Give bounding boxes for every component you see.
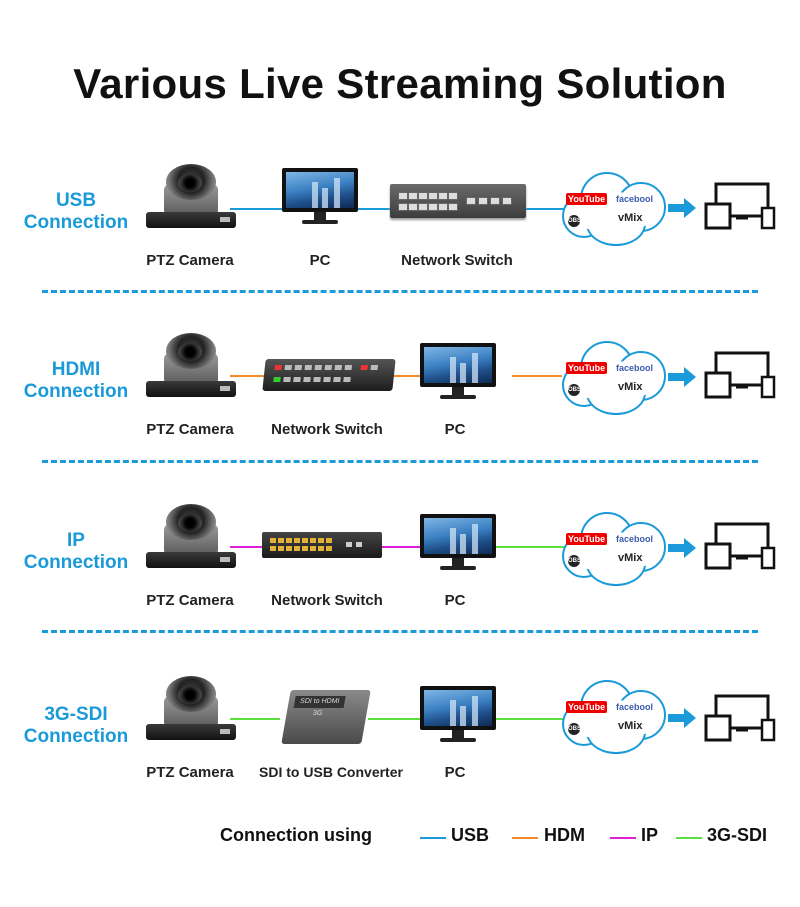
device-label: PTZ Camera [146,764,234,781]
connection-label: USB Connection [14,190,138,234]
devices-icon [704,182,776,230]
ip-cable [230,546,266,548]
monitor-icon [420,514,496,574]
facebook-logo: facebool [616,702,654,712]
cloud-icon: YouTube facebool OBS vMix [558,337,670,415]
converter-face-label: SDI to HDMI 3G [293,696,346,717]
obs-logo: OBS [568,723,581,735]
ip-cable [382,546,422,548]
arrow-right-icon [668,538,696,558]
connection-type: USB [55,190,97,211]
connection-type: HDMI [51,359,101,380]
connection-word: Connection [23,381,129,402]
connection-word: Connection [23,552,129,573]
arrow-right-icon [668,708,696,728]
section-divider [42,290,758,293]
connection-type: 3G-SDI [44,704,108,725]
arrow-right-icon [668,367,696,387]
device-label: SDI to USB Converter [259,764,403,780]
youtube-logo: YouTube [566,193,608,205]
page-title: Various Live Streaming Solution [73,60,727,107]
legend-title: Connection using [220,825,372,845]
connection-type: IP [67,530,85,551]
device-label: PTZ Camera [146,592,234,609]
hdmi-cable [512,375,562,377]
vmix-logo: vMix [618,381,643,393]
monitor-icon [282,168,358,228]
facebook-logo: facebool [616,363,654,373]
monitor-icon [420,686,496,746]
arrow-right-icon [668,198,696,218]
ptz-camera-icon [146,676,236,744]
devices-icon [704,522,776,570]
device-label: PTZ Camera [146,252,234,269]
device-label: Network Switch [271,421,383,438]
obs-logo: OBS [568,384,581,396]
connection-label: 3G-SDI Connection [14,704,138,748]
legend-hdmi: HDM [544,825,585,845]
connection-label: HDMI Connection [14,359,138,403]
legend-usb: USB [451,825,490,845]
monitor-icon [420,343,496,403]
hdmi-cable [230,375,266,377]
legend-ip-line [610,837,636,839]
row-usb: USB Connection YouTube facebool OBS vMix… [0,160,800,310]
facebook-logo: facebool [616,194,654,204]
row-ip: IP Connection YouTube facebool OBS vMix … [0,500,800,650]
usb-cable [368,718,422,720]
section-divider [42,460,758,463]
row-hdmi: HDMI Connection YouTube facebool OBS vMi… [0,329,800,479]
network-switch-icon [262,532,382,562]
obs-logo: OBS [568,215,581,227]
ptz-camera-icon [146,333,236,401]
facebook-logo: facebool [616,534,654,544]
network-switch-icon [262,359,396,395]
cloud-icon: YouTube facebool OBS vMix [558,168,670,246]
ptz-camera-icon [146,164,236,232]
usb-cable [494,718,564,720]
hdmi-cable [392,375,422,377]
youtube-logo: YouTube [566,362,608,374]
legend-hdmi-line [512,837,538,839]
device-label: PTZ Camera [146,421,234,438]
vmix-logo: vMix [618,552,643,564]
ptz-camera-icon [146,504,236,572]
obs-logo: OBS [568,555,581,567]
cloud-icon: YouTube facebool OBS vMix [558,508,670,586]
row-3g-sdi: 3G-SDI Connection SDI to HDMI 3G YouTube… [0,672,800,822]
network-switch-icon [390,184,526,224]
legend-ip: IP [641,825,659,845]
converter-icon: SDI to HDMI 3G [281,690,371,748]
youtube-logo: YouTube [566,701,608,713]
device-label: Network Switch [271,592,383,609]
device-label: PC [309,252,331,269]
devices-icon [704,694,776,742]
device-label: Network Switch [401,252,513,269]
connection-label: IP Connection [14,530,138,574]
youtube-logo: YouTube [566,533,608,545]
section-divider [42,630,758,633]
device-label: PC [444,421,466,438]
legend-sdi: 3G-SDI [707,825,768,845]
devices-icon [704,351,776,399]
usb-cable [494,546,564,548]
vmix-logo: vMix [618,720,643,732]
legend-sdi-line [676,837,702,839]
device-label: PC [444,592,466,609]
connection-word: Connection [23,726,129,747]
vmix-logo: vMix [618,212,643,224]
legend-usb-line [420,837,446,839]
device-label: PC [444,764,466,781]
sdi-cable [230,718,280,720]
cloud-icon: YouTube facebool OBS vMix [558,676,670,754]
connection-word: Connection [23,212,129,233]
